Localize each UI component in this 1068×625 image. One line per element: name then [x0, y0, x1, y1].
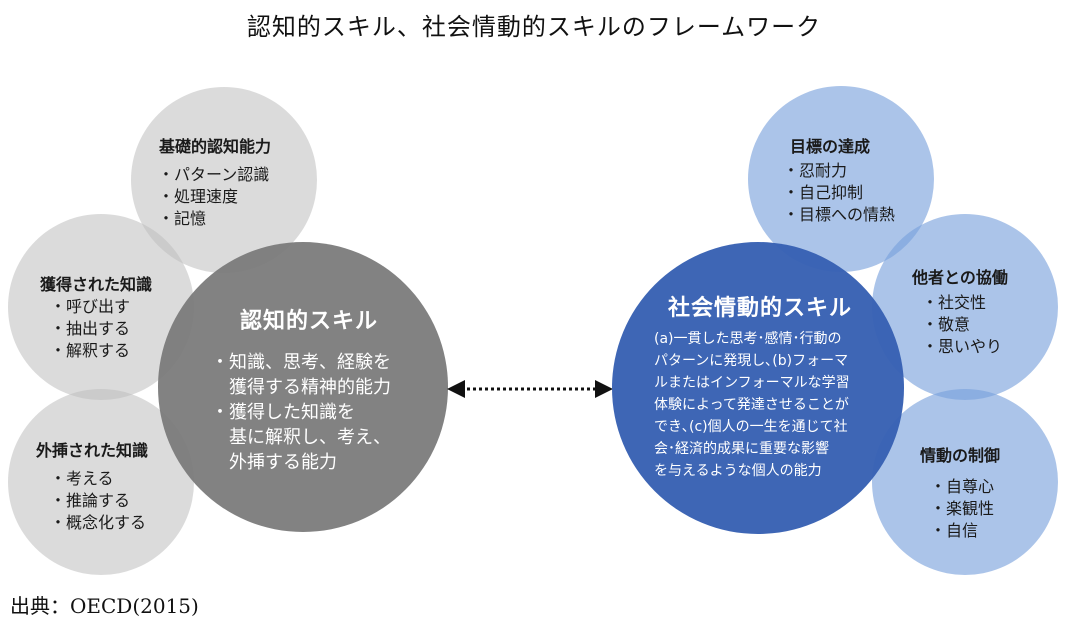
list-item: ・抽出する — [50, 319, 131, 338]
description-line: を与えるような個人の能力 — [654, 463, 822, 479]
description-line: 獲得する精神的能力 — [211, 377, 391, 398]
bidirectional-arrow-icon — [447, 380, 613, 398]
list-item: ・自己抑制 — [783, 183, 864, 202]
description-line: パターンに発現し､(b)フォーマ — [654, 353, 849, 369]
emotion-control-circle — [872, 389, 1058, 575]
description-line: 体験によって発達させることが — [654, 397, 849, 413]
list-item: ・推論する — [50, 491, 131, 510]
collaboration-list: ・社交性 ・敬意 ・思いやり — [922, 292, 1002, 358]
list-item: ・楽観性 — [930, 499, 995, 518]
list-item: ・自尊心 — [930, 477, 995, 496]
description-line: ・獲得した知識を — [211, 402, 355, 423]
list-item: ・考える — [50, 469, 114, 488]
list-item: ・敬意 — [922, 315, 971, 334]
diagram-title: 認知的スキル、社会情動的スキルのフレームワーク — [246, 13, 822, 41]
collaboration-circle — [872, 214, 1058, 400]
emotion-control-list: ・自尊心 ・楽観性 ・自信 — [930, 476, 994, 542]
socio-emotional-skills-description: (a)一貫した思考･感情･行動の パターンに発現し､(b)フォーマ ルまたはイン… — [654, 328, 850, 482]
description-line: 会･経済的成果に重要な影響 — [654, 441, 829, 457]
cognitive-skills-title: 認知的スキル — [240, 309, 379, 334]
list-item: ・目標への情熱 — [783, 205, 896, 224]
extrapolated-knowledge-list: ・考える ・推論する ・概念化する — [50, 468, 146, 534]
list-item: ・パターン認識 — [158, 165, 270, 184]
extrapolated-knowledge-title: 外挿された知識 — [36, 441, 149, 460]
source-citation: 出典：OECD(2015) — [10, 594, 199, 618]
description-line: ルまたはインフォーマルな学習 — [654, 375, 850, 391]
list-item: ・自信 — [930, 521, 979, 540]
list-item: ・記憶 — [158, 209, 207, 228]
description-line: (a)一貫した思考･感情･行動の — [654, 331, 842, 347]
acquired-knowledge-list: ・呼び出す ・抽出する ・解釈する — [50, 296, 130, 362]
list-item: ・社交性 — [922, 293, 987, 312]
goals-title: 目標の達成 — [790, 137, 871, 156]
basic-cognitive-list: ・パターン認識 ・処理速度 ・記憶 — [158, 164, 269, 230]
cognitive-skills-circle — [158, 242, 448, 532]
cognitive-skills-description: ・知識、思考、経験を 獲得する精神的能力 ・獲得した知識を 基に解釈し、考え、 … — [211, 350, 391, 475]
list-item: ・解釈する — [50, 341, 131, 360]
socio-emotional-skills-title: 社会情動的スキル — [668, 296, 853, 321]
description-line: 基に解釈し、考え、 — [211, 427, 391, 448]
socio-emotional-skills-circle — [612, 242, 904, 534]
acquired-knowledge-title: 獲得された知識 — [40, 275, 153, 294]
list-item: ・忍耐力 — [783, 161, 848, 180]
list-item: ・呼び出す — [50, 297, 131, 316]
description-line: でき､(c)個人の一生を通じて社 — [654, 419, 848, 435]
goals-list: ・忍耐力 ・自己抑制 ・目標への情熱 — [783, 160, 895, 226]
collaboration-title: 他者との協働 — [912, 268, 1008, 287]
list-item: ・概念化する — [50, 513, 147, 532]
description-line: ・知識、思考、経験を — [211, 352, 391, 373]
basic-cognitive-title: 基礎的認知能力 — [159, 137, 272, 156]
description-line: 外挿する能力 — [211, 452, 337, 473]
list-item: ・思いやり — [922, 337, 1003, 356]
list-item: ・処理速度 — [158, 187, 239, 206]
emotion-control-title: 情動の制御 — [920, 446, 1001, 465]
